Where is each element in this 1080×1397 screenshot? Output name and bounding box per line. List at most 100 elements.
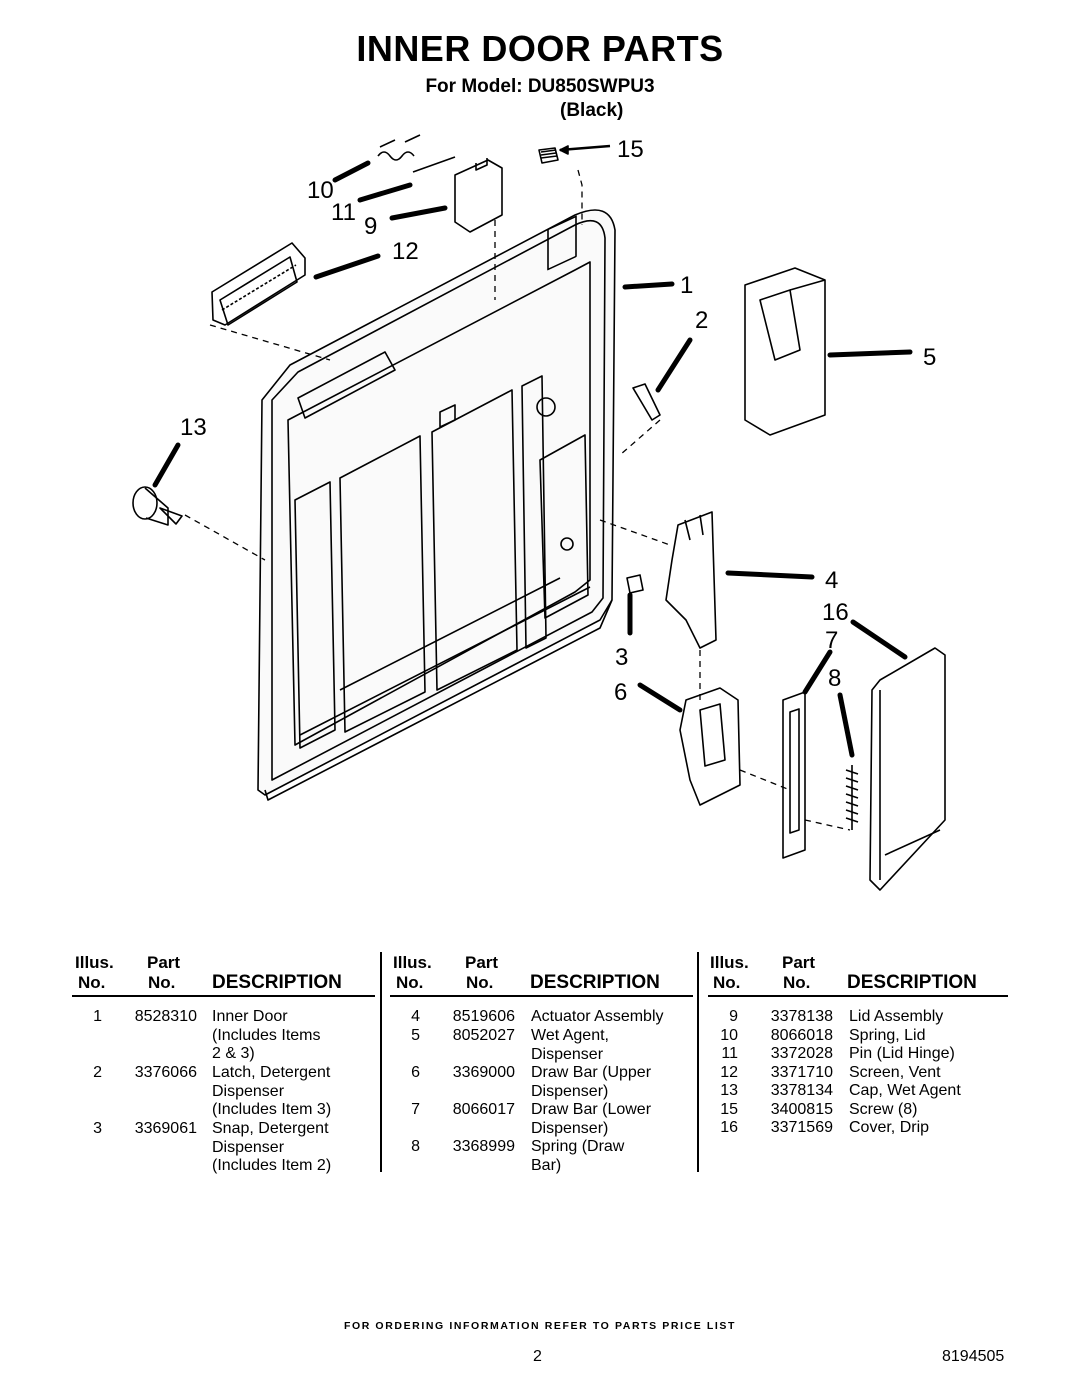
detergent-snap-part <box>626 574 644 594</box>
part-description: Draw Bar (Upper <box>531 1064 652 1081</box>
ordering-note: FOR ORDERING INFORMATION REFER TO PARTS … <box>343 1320 737 1332</box>
illus-header-top: Illus. <box>75 953 114 972</box>
vent-screen-part <box>211 242 306 326</box>
part-header-top: Part <box>465 953 499 972</box>
part-description: 2 & 3) <box>212 1045 255 1062</box>
callout-leaders <box>152 160 913 758</box>
illus-header-top: Illus. <box>710 953 749 972</box>
part-description: Latch, Detergent <box>212 1064 331 1081</box>
illus-number: 4 <box>411 1008 420 1025</box>
callout-15: 15 <box>617 136 644 163</box>
table-rule <box>390 995 693 997</box>
drip-cover-part <box>869 647 946 891</box>
illus-number: 3 <box>93 1120 102 1137</box>
exploded-parts-diagram: 1 2 3 4 5 6 7 8 9 10 11 12 13 15 16 <box>132 134 946 891</box>
illus-number: 6 <box>411 1064 420 1081</box>
part-number: 3371710 <box>770 1064 833 1081</box>
description-header: DESCRIPTION <box>212 972 342 993</box>
assembly-guide-lines <box>184 169 851 831</box>
part-number: 8066017 <box>452 1101 515 1118</box>
part-description: Draw Bar (Lower <box>531 1101 652 1118</box>
illus-number: 10 <box>720 1027 738 1044</box>
part-number: 3378134 <box>770 1082 833 1099</box>
wet-agent-dispenser-part <box>744 267 826 436</box>
wet-agent-cap-part <box>132 486 183 526</box>
model-color: (Black) <box>560 100 624 121</box>
part-description: Dispenser <box>212 1082 285 1100</box>
lid-pin-part <box>412 156 456 173</box>
part-number: 8052027 <box>452 1027 515 1044</box>
part-number: 3400815 <box>770 1101 833 1118</box>
callout-1: 1 <box>680 272 693 299</box>
draw-bar-spring-part <box>845 765 859 830</box>
part-header-top: Part <box>782 953 816 972</box>
description-header: DESCRIPTION <box>847 972 977 993</box>
illus-header-no: No. <box>396 973 424 992</box>
illus-number: 13 <box>720 1082 738 1099</box>
callout-16: 16 <box>822 599 849 626</box>
part-description: Wet Agent, <box>531 1027 609 1044</box>
page-number: 2 <box>533 1348 542 1365</box>
illus-number: 2 <box>93 1064 102 1081</box>
part-number: 8519606 <box>452 1008 515 1025</box>
lid-assembly-part <box>454 158 503 233</box>
part-number: 8528310 <box>134 1008 197 1025</box>
part-number: 3376066 <box>134 1064 197 1081</box>
illus-header-no: No. <box>78 973 106 992</box>
table-rule <box>708 995 1008 997</box>
part-description: Spring, Lid <box>849 1027 926 1044</box>
part-header-no: No. <box>148 973 176 992</box>
part-description: Spring (Draw <box>531 1138 625 1155</box>
part-description: Cap, Wet Agent <box>849 1082 961 1099</box>
illus-number: 16 <box>720 1119 738 1136</box>
part-description: Cover, Drip <box>849 1119 930 1136</box>
lid-spring-part <box>377 134 421 161</box>
document-number: 8194505 <box>942 1348 1005 1365</box>
part-description: Inner Door <box>212 1008 288 1025</box>
part-description: (Includes Item 3) <box>212 1101 332 1118</box>
callout-5: 5 <box>923 344 936 371</box>
draw-bar-lower-part <box>782 691 806 859</box>
part-description: Dispenser <box>531 1045 604 1063</box>
callout-6: 6 <box>614 679 627 706</box>
part-header-top: Part <box>147 953 181 972</box>
part-number: 3369061 <box>134 1120 197 1137</box>
callout-4: 4 <box>825 567 838 594</box>
part-description: Screw (8) <box>849 1101 918 1118</box>
model-subtitle: For Model: DU850SWPU3 <box>425 76 655 97</box>
part-number: 3378138 <box>770 1008 833 1025</box>
illus-number: 1 <box>93 1008 102 1025</box>
part-description: Pin (Lid Hinge) <box>849 1045 955 1062</box>
callout-11: 11 <box>331 199 356 226</box>
draw-bar-upper-part <box>679 687 741 806</box>
part-number: 3368999 <box>452 1138 515 1155</box>
part-number: 8066018 <box>770 1027 833 1044</box>
part-description: Dispenser) <box>531 1082 609 1100</box>
column-divider <box>697 952 699 1172</box>
part-number: 3369000 <box>452 1064 515 1081</box>
illus-number: 7 <box>411 1101 420 1118</box>
illus-number: 15 <box>720 1101 738 1118</box>
part-description: Bar) <box>531 1156 562 1174</box>
callout-7: 7 <box>825 627 838 654</box>
part-description: Dispenser) <box>531 1119 609 1137</box>
callout-3: 3 <box>615 644 628 671</box>
callout-9: 9 <box>364 213 377 240</box>
detergent-latch-part <box>632 383 661 421</box>
part-number: 3371569 <box>770 1119 833 1136</box>
part-description: (Includes Items <box>212 1026 321 1044</box>
part-description: (Includes Item 2) <box>212 1157 332 1174</box>
actuator-assembly-part <box>665 511 717 649</box>
part-header-no: No. <box>466 973 494 992</box>
illus-number: 9 <box>729 1008 738 1025</box>
table-rule <box>72 995 375 997</box>
part-description: Lid Assembly <box>849 1008 944 1025</box>
part-description: Actuator Assembly <box>531 1008 664 1025</box>
description-header: DESCRIPTION <box>530 972 660 993</box>
illus-header-no: No. <box>713 973 741 992</box>
illus-number: 11 <box>721 1045 738 1062</box>
part-description: Snap, Detergent <box>212 1120 329 1137</box>
part-description: Dispenser <box>212 1138 285 1156</box>
page-title: INNER DOOR PARTS <box>356 28 724 69</box>
callout-10: 10 <box>307 177 334 204</box>
